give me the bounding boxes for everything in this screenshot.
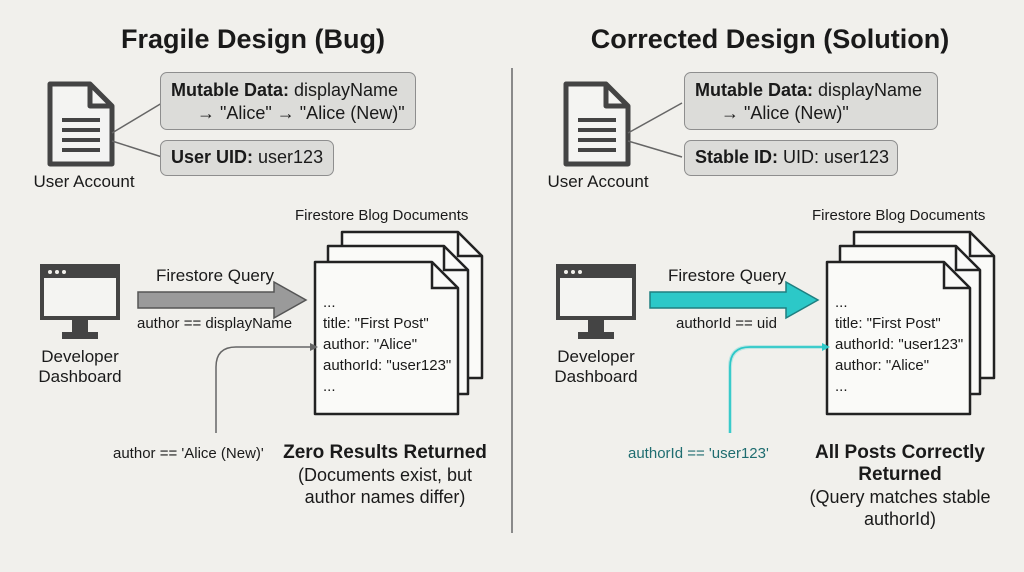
left-dashboard-line2: Dashboard (38, 367, 122, 386)
left-docs-label: Firestore Blog Documents (295, 207, 469, 224)
left-doc-line: ... (323, 294, 336, 311)
left-doc-line: authorId: "user123" (323, 357, 452, 374)
right-result-title: All Posts Correctly Returned (790, 442, 1010, 486)
monitor-icon (40, 264, 120, 339)
right-result-title-line2: Returned (858, 464, 942, 485)
right-box1-line2: → "Alice (New)" (721, 103, 849, 123)
document-icon (563, 81, 631, 167)
left-result-line1: (Documents exist, but (297, 465, 473, 485)
left-box1-bold: Mutable Data: (171, 80, 290, 100)
arrow-right-icon (137, 280, 308, 320)
right-result-line2: authorId) (863, 509, 937, 529)
right-doc-line: ... (835, 378, 848, 395)
right-query-label: Firestore Query (667, 266, 787, 285)
arrow-right-icon (649, 280, 820, 320)
left-mutable-data-box: Mutable Data: displayName → "Alice" → "A… (160, 72, 416, 130)
monitor-icon (556, 264, 636, 339)
right-dashboard-line2: Dashboard (554, 367, 638, 386)
left-doc-content: ... title: "First Post" author: "Alice" … (323, 292, 451, 397)
right-title: Corrected Design (Solution) (590, 24, 950, 54)
stacked-documents-icon (313, 230, 484, 416)
right-doc-content: ... title: "First Post" authorId: "user1… (835, 292, 963, 397)
left-box2-rest: user123 (253, 147, 324, 167)
left-query-expr: author == displayName (137, 315, 293, 332)
right-docs-label: Firestore Blog Documents (812, 207, 986, 224)
right-box2-bold: Stable ID: (695, 147, 779, 167)
left-doc-line: author: "Alice" (323, 336, 418, 353)
right-dashboard-label: Developer Dashboard (536, 347, 656, 387)
right-result-line1: (Query matches stable (809, 487, 991, 507)
right-pointer-expr: authorId == 'user123' (628, 445, 769, 462)
left-pointer-expr: author == 'Alice (New)' (113, 445, 264, 462)
stacked-documents-icon (825, 230, 996, 416)
left-box1-line2: → "Alice" → "Alice (New)" (197, 103, 405, 123)
right-doc-line: title: "First Post" (835, 315, 941, 332)
right-result-subtitle: (Query matches stable authorId) (790, 486, 1010, 530)
document-icon (47, 81, 115, 167)
left-dashboard-label: Developer Dashboard (20, 347, 140, 387)
left-account-connectors (111, 102, 163, 158)
left-title: Fragile Design (Bug) (120, 24, 385, 54)
right-pointer-arrow (728, 343, 830, 433)
panel-divider (511, 68, 513, 533)
left-result-line2: author names differ) (304, 487, 466, 507)
left-doc-line: title: "First Post" (323, 315, 429, 332)
left-query-label: Firestore Query (155, 266, 275, 285)
right-query-expr: authorId == uid (676, 315, 777, 332)
left-result-subtitle: (Documents exist, but author names diffe… (270, 464, 500, 508)
right-mutable-data-box: Mutable Data: displayName → "Alice (New)… (684, 72, 938, 130)
right-result-title-line1: All Posts Correctly (815, 442, 985, 463)
left-pointer-arrow (215, 343, 318, 433)
right-box1-rest: displayName (813, 80, 923, 100)
left-dashboard-line1: Developer (41, 347, 119, 366)
left-doc-line: ... (323, 378, 336, 395)
left-account-label: User Account (33, 172, 135, 191)
left-uid-box: User UID: user123 (160, 140, 334, 176)
left-result-title: Zero Results Returned (283, 442, 487, 463)
right-dashboard-line1: Developer (557, 347, 635, 366)
right-stable-id-box: Stable ID: UID: user123 (684, 140, 898, 176)
right-box1-bold: Mutable Data: (695, 80, 814, 100)
right-account-label: User Account (547, 172, 649, 191)
left-box2-bold: User UID: (171, 147, 254, 167)
right-box2-rest: UID: user123 (778, 147, 890, 167)
left-box1-rest: displayName (289, 80, 399, 100)
right-doc-line: authorId: "user123" (835, 336, 964, 353)
right-doc-line: author: "Alice" (835, 357, 930, 374)
right-doc-line: ... (835, 294, 848, 311)
right-account-connectors (627, 102, 683, 158)
